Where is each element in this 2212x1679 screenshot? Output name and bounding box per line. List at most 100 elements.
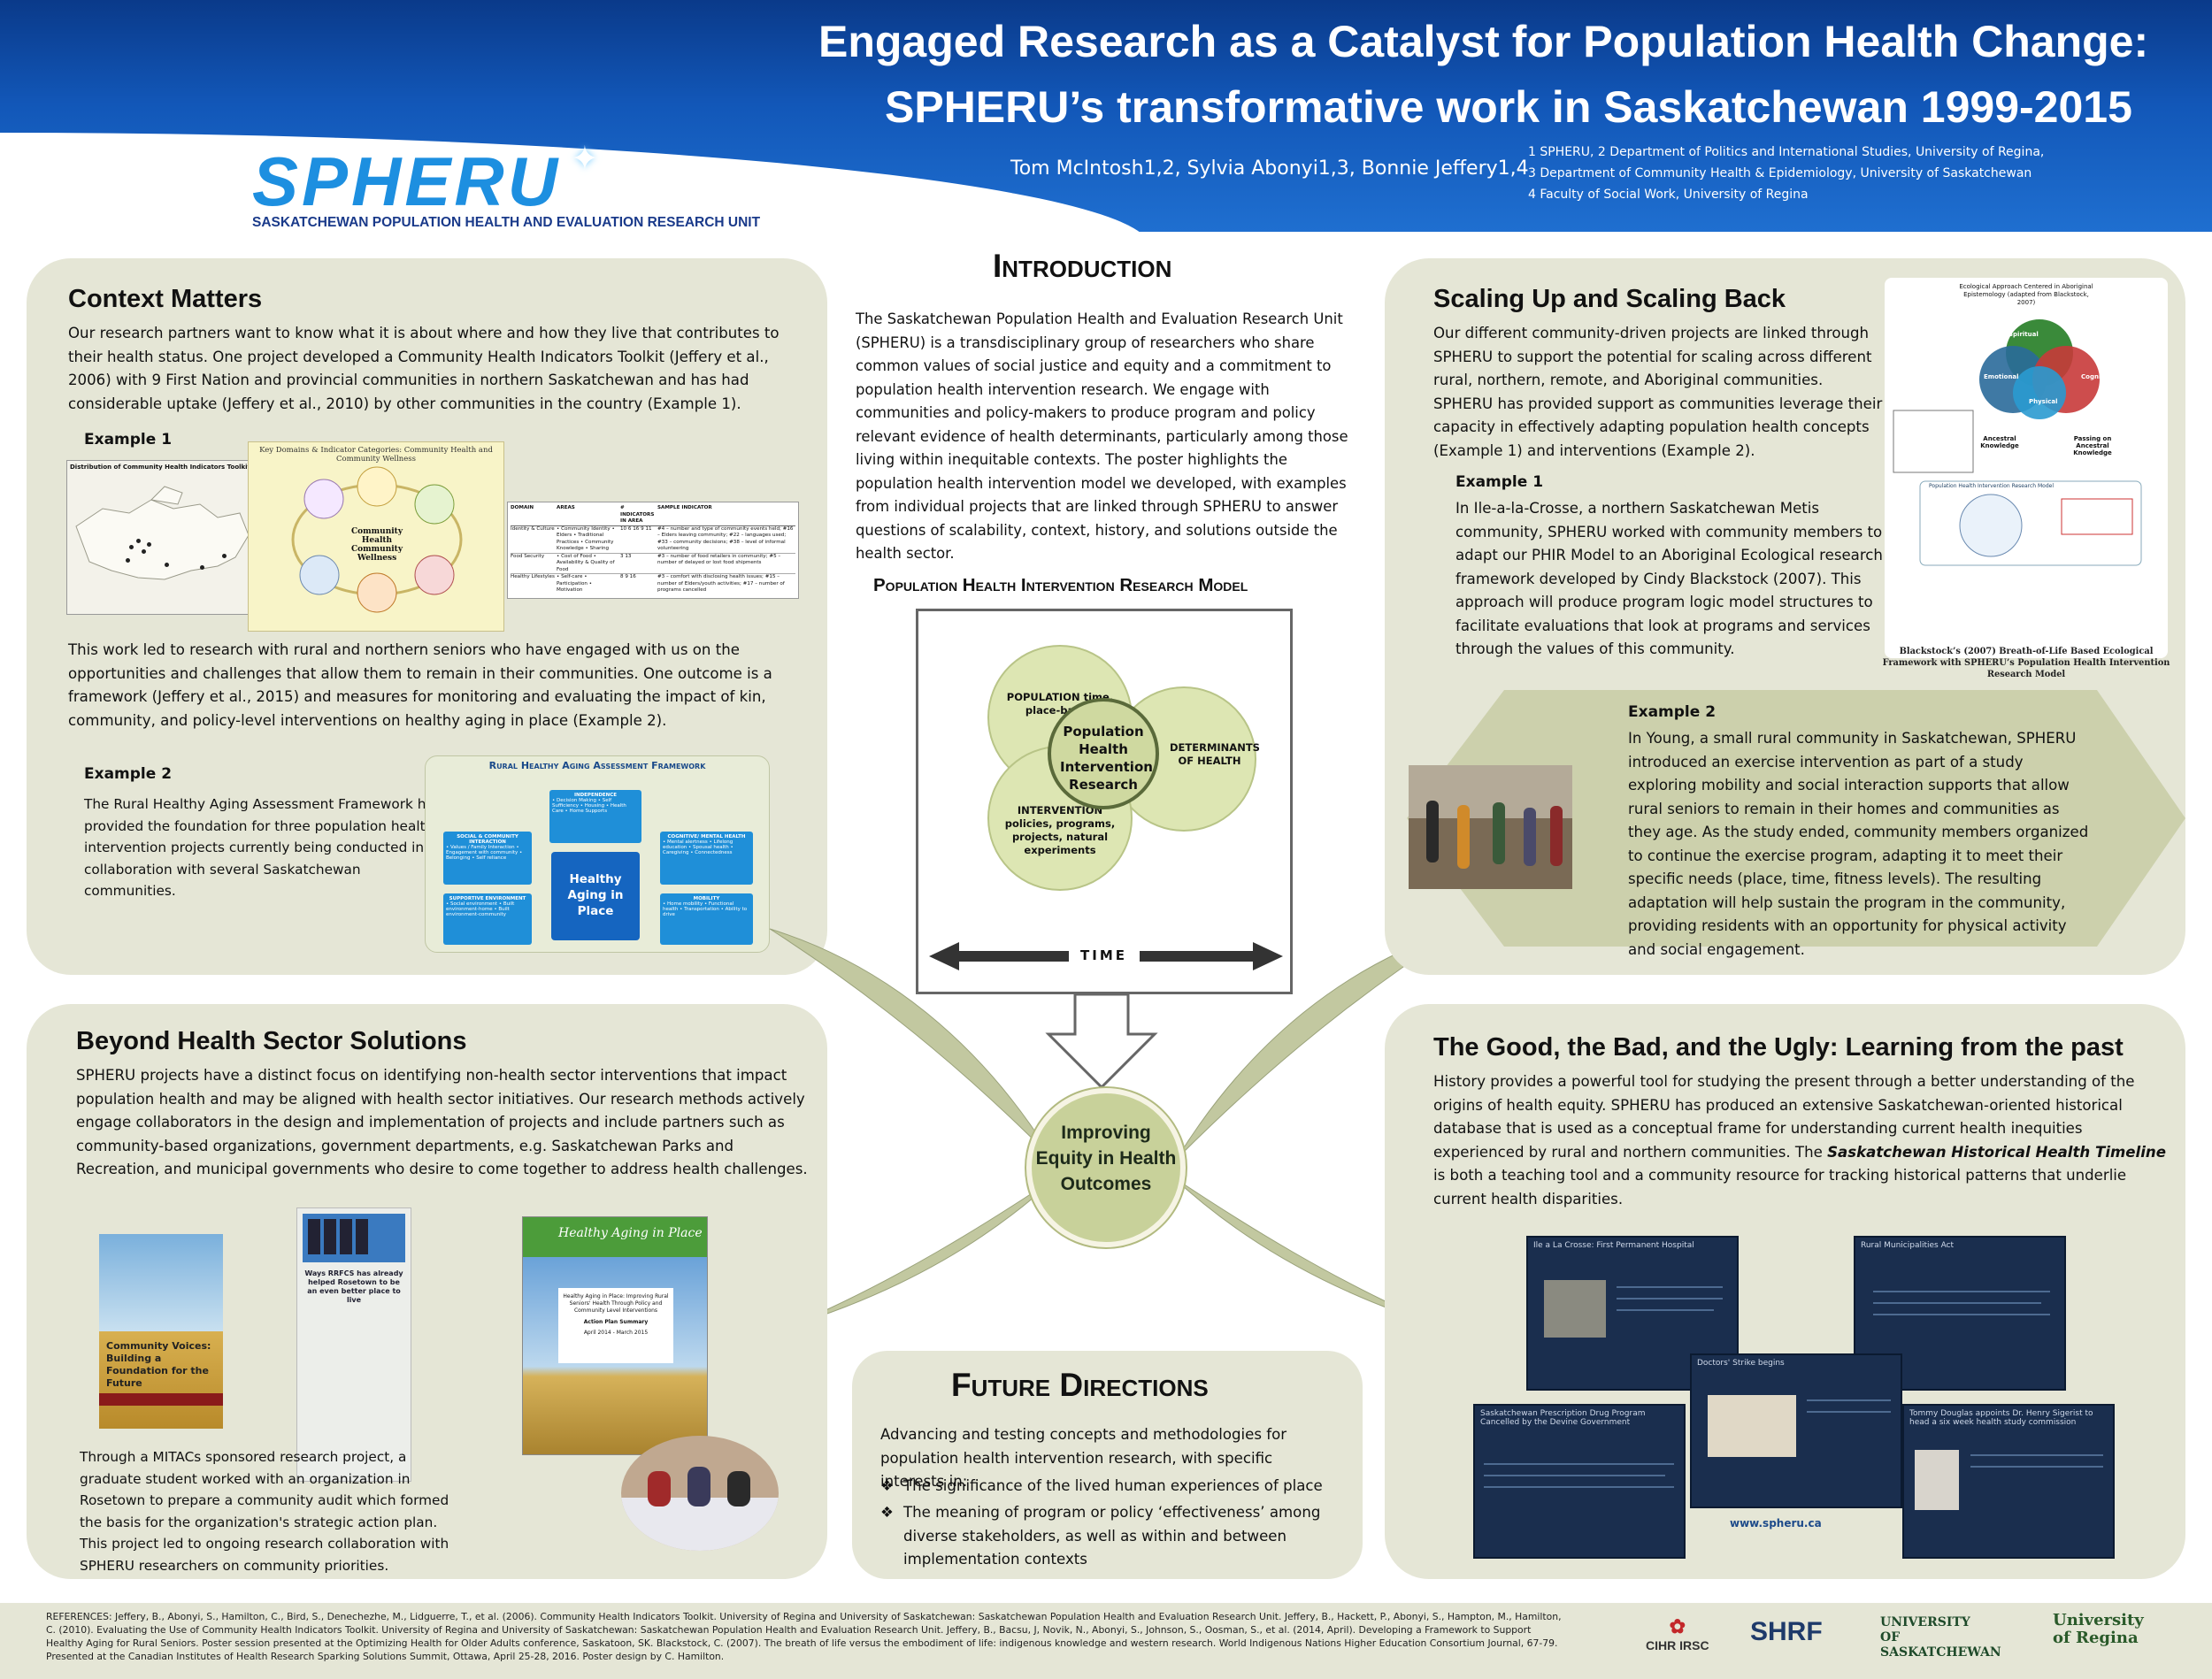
diamond-icon: ❖: [880, 1504, 894, 1521]
example-1-label: Example 1: [84, 431, 173, 448]
poster-title-line-2: SPHERU’s transformative work in Saskatch…: [885, 82, 2132, 132]
canada-map: [75, 486, 250, 580]
domains-center-label: Community Health Community Wellness: [350, 527, 403, 563]
table-cell: Identity & Culture: [511, 525, 555, 532]
framework-box-title: SUPPORTIVE ENVIRONMENT: [449, 896, 526, 901]
table-cell: #3 – comfort with disclosing health issu…: [657, 574, 785, 593]
table-cell: #3 – number of food retailers in communi…: [657, 553, 781, 566]
table-row: Identity & Culture • Community Identity …: [511, 526, 795, 554]
intro-title: Introduction: [993, 248, 1172, 284]
panel-beyond-health-sector: Beyond Health Sector Solutions SPHERU pr…: [27, 1004, 827, 1579]
figure-label: Spiritual: [2008, 331, 2039, 338]
example-2-label: Example 2: [84, 765, 173, 783]
screen-title: Saskatchewan Prescription Drug Program C…: [1480, 1409, 1646, 1427]
figure-label: Population Health Intervention Research …: [1929, 483, 2055, 489]
screen-title: Doctors' Strike begins: [1697, 1359, 1785, 1368]
scaling-paragraph-1: Our different community-driven projects …: [1433, 325, 1883, 459]
scaling-example-1-text: In Ile-a-la-Crosse, a northern Saskatche…: [1455, 500, 1883, 657]
screen-text-line: [1807, 1399, 1891, 1401]
book-wheat: [99, 1331, 223, 1429]
time-arrow: [929, 942, 1283, 970]
framework-box-supportive: SUPPORTIVE ENVIRONMENT • Social environm…: [443, 893, 532, 945]
domains-diagram: [291, 466, 463, 613]
screen-title: Ile a La Crosse: First Permanent Hospita…: [1533, 1241, 1694, 1250]
screen-title: Tommy Douglas appoints Dr. Henry Sigeris…: [1909, 1409, 2093, 1427]
panel-title: The Good, the Bad, and the Ugly: Learnin…: [1433, 1033, 2124, 1062]
map-dot: [165, 563, 169, 567]
table-cell: 10 6 16 9 11: [620, 525, 652, 532]
panel-good-bad-ugly: The Good, the Bad, and the Ugly: Learnin…: [1385, 1004, 2185, 1579]
map-dot: [136, 539, 141, 543]
table-row: Food Security • Cost of Food • Availabil…: [511, 553, 795, 574]
circle-label: INTERVENTION policies, programs, project…: [1004, 804, 1116, 856]
map-dot: [129, 545, 134, 549]
star-icon: ✦: [571, 139, 599, 178]
phir-model-diagram: POPULATION time, place-based DETERMINANT…: [916, 609, 1293, 994]
diamond-icon: ❖: [880, 1477, 894, 1494]
framework-box-independence: INDEPENDENCE • Decision Making • Self Su…: [549, 790, 641, 843]
future-intro: Advancing and testing concepts and metho…: [880, 1426, 1287, 1490]
photo-person: [1426, 801, 1439, 862]
timeline-screen: Doctors' Strike begins: [1690, 1353, 1902, 1508]
table-cell: Food Security: [511, 553, 545, 559]
references: REFERENCES: Jeffery, B., Abonyi, S., Ham…: [46, 1611, 1562, 1662]
timeline-screen: Saskatchewan Prescription Drug Program C…: [1473, 1404, 1686, 1559]
screen-text-line: [1807, 1411, 1891, 1413]
report-title: Healthy Aging in Place: [523, 1217, 707, 1257]
affiliation-line: 1 SPHERU, 2 Department of Politics and I…: [1528, 145, 2045, 159]
screen-text-line: [1484, 1486, 1674, 1488]
screen-image: [1708, 1395, 1796, 1457]
photo-person: [1550, 806, 1563, 866]
shrf-logo: SHRF: [1750, 1617, 1823, 1646]
table-cell: Healthy Lifestyles: [511, 574, 555, 579]
context-paragraph-1: Our research partners want to know what …: [68, 325, 780, 412]
footer: [0, 1603, 2212, 1679]
framework-box-items: • Decision Making • Self Sufficiency • H…: [552, 798, 626, 814]
photo-person: [1457, 805, 1470, 869]
authors: Tom McIntosh1,2, Sylvia Abonyi1,3, Bonni…: [1010, 157, 1529, 180]
good-text-after: is both a teaching tool and a community …: [1433, 1167, 2127, 1208]
table-cell: • Cost of Food • Availability & Quality …: [557, 553, 615, 572]
example-2-text: The Rural Healthy Aging Assessment Frame…: [84, 796, 442, 899]
exercise-class-photo: [1409, 765, 1572, 889]
affiliations: 1 SPHERU, 2 Department of Politics and I…: [1528, 142, 2044, 205]
book-title: Community Voices: Building a Foundation …: [106, 1340, 211, 1389]
panel-context-matters: Context Matters Our research partners wa…: [27, 258, 827, 975]
context-paragraph-2: This work led to research with rural and…: [68, 641, 772, 729]
poster-title-line-1: Engaged Research as a Catalyst for Popul…: [818, 17, 2149, 66]
map-dot: [147, 542, 151, 547]
meeting-person: [648, 1471, 671, 1506]
uregina-logo: University of Regina: [2053, 1611, 2144, 1647]
timeline-name: Saskatchewan Historical Health Timeline: [1827, 1143, 2166, 1161]
screen-text-line: [1617, 1286, 1723, 1288]
screen-text-line: [1617, 1309, 1714, 1311]
canada-map-figure: Distribution of Community Health Indicat…: [66, 460, 257, 615]
screen-image: [1915, 1450, 1959, 1510]
panel-title: Scaling Up and Scaling Back: [1433, 285, 1786, 313]
map-title: Distribution of Community Health Indicat…: [70, 464, 250, 471]
ecological-diagram: [1893, 319, 2142, 566]
person-icon: [340, 1219, 352, 1254]
circle-label: DETERMINANTS OF HEALTH: [1170, 741, 1260, 767]
map-dot: [126, 558, 130, 563]
future-title: Future Directions: [951, 1367, 1209, 1403]
book-sky: [99, 1234, 223, 1331]
screen-text-line: [1484, 1475, 1665, 1476]
meeting-person: [727, 1471, 750, 1506]
person-icon: [308, 1219, 320, 1254]
website-link[interactable]: www.spheru.ca: [1730, 1517, 1822, 1530]
screen-text-line: [1970, 1466, 2103, 1468]
table-cell: • Self-care • Participation • Motivation: [557, 574, 592, 593]
framework-title: Rural Healthy Aging Assessment Framework: [488, 760, 706, 771]
time-label: TIME: [1080, 947, 1127, 963]
meeting-person: [687, 1467, 710, 1506]
intro-text: The Saskatchewan Population Health and E…: [856, 310, 1348, 562]
domains-figure: Key Domains & Indicator Categories: Comm…: [248, 441, 504, 632]
table-header: SAMPLE INDICATOR: [657, 505, 712, 510]
example-2-arrow-shape: [1407, 690, 2185, 947]
report-sub2: Action Plan Summary: [583, 1319, 649, 1325]
framework-box-items: • Home mobility • Functional health • Tr…: [663, 901, 748, 917]
meeting-table: [621, 1498, 779, 1551]
framework-box-mobility: MOBILITY • Home mobility • Functional he…: [660, 893, 753, 945]
